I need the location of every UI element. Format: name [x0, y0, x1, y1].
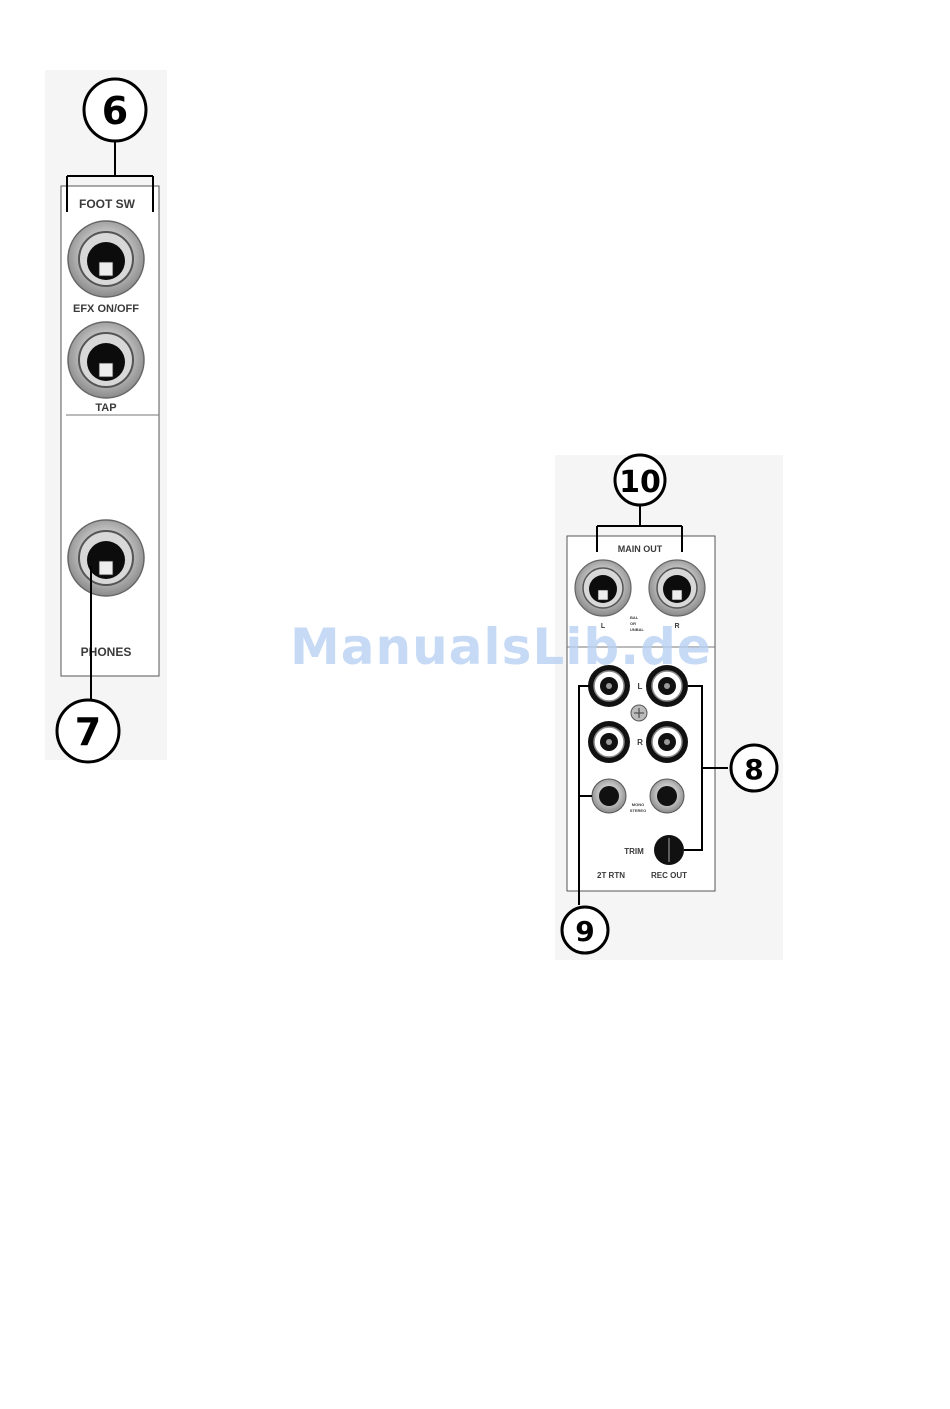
main-out-r-jack: [649, 560, 705, 616]
phones-label: PHONES: [81, 645, 132, 659]
main-out-label: MAIN OUT: [618, 544, 663, 554]
efx-on-off-label: EFX ON/OFF: [73, 303, 139, 315]
rca-jack-r-right: [646, 721, 688, 763]
left-panel: 6 FOOT SW EFX ON/OFF TAP PHONES: [45, 70, 167, 762]
tap-label: TAP: [95, 402, 116, 414]
tap-jack: [68, 322, 144, 398]
mono-stereo-left-jack: [592, 779, 626, 813]
stereo-label: STEREO: [630, 808, 646, 813]
foot-sw-label: FOOT SW: [79, 197, 136, 211]
callout-9-number: 9: [575, 915, 594, 948]
phones-jack: [68, 520, 144, 596]
rca-l-label: L: [638, 682, 643, 691]
callout-8-number: 8: [744, 753, 763, 786]
right-panel: 10 MAIN OUT L R BAL OR UNBAL: [555, 455, 783, 960]
callout-10-number: 10: [619, 465, 661, 500]
rec-out-label: REC OUT: [651, 871, 687, 880]
callout-7-number: 7: [75, 710, 101, 754]
mono-stereo-right-jack: [650, 779, 684, 813]
callout-6-number: 6: [102, 89, 128, 133]
trim-label: TRIM: [624, 847, 644, 856]
rca-jack-r-left: [588, 721, 630, 763]
main-out-l-jack: [575, 560, 631, 616]
efx-jack: [68, 221, 144, 297]
mono-label: MONO: [632, 802, 644, 807]
rca-r-label: R: [637, 738, 643, 747]
trim-knob: [654, 835, 684, 865]
2t-rtn-label: 2T RTN: [597, 871, 625, 880]
watermark-text: ManualsLib.de: [290, 618, 712, 676]
screw-icon: [631, 705, 647, 721]
